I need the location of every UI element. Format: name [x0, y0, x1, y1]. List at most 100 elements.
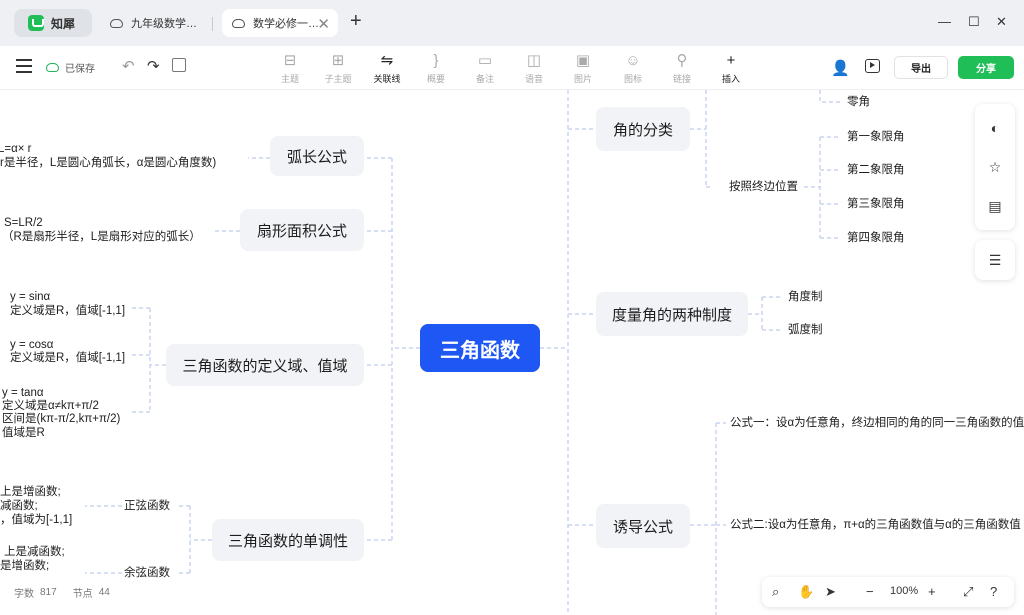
tool-subtopic[interactable]: ⊞子主题 [318, 52, 358, 85]
app-name: 知犀 [51, 16, 76, 31]
topic-icon: ⊟ [283, 52, 297, 69]
mindmap-canvas[interactable]: 三角函数 弧长公式 扇形面积公式 三角函数的定义域、值域 三角函数的单调性 L=… [0, 90, 1024, 615]
leaf-text[interactable]: 弧度制 [788, 324, 823, 336]
node-angle-measure[interactable]: 度量角的两种制度 [596, 292, 748, 336]
tool-note[interactable]: ▭备注 [465, 52, 505, 85]
leaf-text[interactable]: 角度制 [788, 291, 823, 303]
node-by-terminal-side[interactable]: 按照终边位置 [729, 181, 798, 193]
leaf-text[interactable]: 上是增函数; [0, 486, 61, 498]
node-sine-function[interactable]: 正弦函数 [124, 500, 170, 512]
tool-insert[interactable]: +插入 [711, 52, 751, 85]
palette-icon[interactable]: ◐ [990, 120, 1000, 136]
toolbar: 已保存 ↶ ↷ ⊟主题 ⊞子主题 ⇋关联线 }概要 ▭备注 ◫语音 ▣图片 ☺图… [0, 46, 1024, 90]
leaf-text[interactable]: 定义域是R，值域[-1,1] [10, 352, 126, 364]
cloud-saved-icon [46, 63, 59, 72]
style-panel: ◐ ☆ ▤ [975, 104, 1015, 230]
tool-image[interactable]: ▣图片 [563, 52, 603, 85]
pointer-tool-icon[interactable]: ➤ [825, 584, 836, 599]
layout-icon[interactable]: ▤ [988, 198, 1002, 214]
leaf-text[interactable]: y = sinα [10, 291, 51, 303]
minimize-icon[interactable]: — [938, 14, 951, 29]
leaf-text[interactable]: 公式一：设α为任意角，终边相同的角的同一三角函数的值 [730, 417, 1024, 429]
presentation-icon[interactable] [865, 59, 880, 73]
zoom-in-icon[interactable]: + [928, 584, 936, 599]
leaf-text[interactable]: r是半径，L是圆心角弧长，α是圆心角度数) [0, 157, 217, 169]
leaf-text[interactable]: L=α× r [0, 143, 32, 155]
collaborators-icon[interactable]: 👤 [831, 60, 850, 77]
leaf-text[interactable]: 零角 [847, 96, 870, 108]
outline-list-icon[interactable]: ☰ [988, 252, 1002, 268]
title-bar: 知犀 九年级数学… 数学必修一… ✕ + — ☐ ✕ [0, 0, 1024, 46]
cloud-icon [232, 18, 245, 28]
leaf-text[interactable]: y = cosα [10, 339, 54, 351]
menu-icon[interactable] [16, 59, 32, 73]
leaf-text[interactable]: 定义域是R，值域[-1,1] [10, 305, 126, 317]
insert-icon: + [726, 52, 736, 69]
close-tab-icon[interactable]: ✕ [317, 16, 330, 33]
app-logo-icon [28, 15, 44, 31]
leaf-text[interactable]: 上是减函数; [4, 546, 65, 558]
cloud-icon [110, 18, 123, 28]
zoom-toolbar: ⌕ ✋ ➤ − 100% + ⤢ ? [762, 577, 1014, 607]
tool-emoji[interactable]: ☺图标 [613, 52, 653, 85]
emoji-icon: ☺ [625, 52, 641, 69]
close-window-icon[interactable]: ✕ [996, 14, 1007, 29]
undo-icon[interactable]: ↶ [122, 58, 135, 75]
leaf-text[interactable]: 第四象限角 [847, 232, 905, 244]
tab-document-1[interactable]: 九年级数学… [100, 9, 212, 37]
node-angle-classification[interactable]: 角的分类 [596, 107, 690, 151]
add-tab-icon[interactable]: + [350, 10, 362, 32]
help-icon[interactable]: ? [990, 584, 998, 599]
summary-icon: } [433, 52, 439, 69]
tab-document-1-label: 九年级数学… [131, 18, 197, 30]
leaf-text[interactable]: 第三象限角 [847, 198, 905, 210]
leaf-text[interactable]: （R是扇形半径，L是扇形对应的弧长） [2, 231, 201, 243]
mindmap-connectors [85, 90, 840, 615]
node-domain-range[interactable]: 三角函数的定义域、值域 [166, 344, 364, 386]
sticker-icon[interactable]: ☆ [988, 159, 1002, 175]
search-icon[interactable]: ⌕ [772, 584, 780, 599]
tool-topic[interactable]: ⊟主题 [270, 52, 310, 85]
export-button[interactable]: 导出 [894, 56, 948, 79]
app-tab[interactable]: 知犀 [14, 9, 92, 37]
save-status-label: 已保存 [65, 64, 95, 75]
tab-divider [212, 17, 213, 31]
leaf-text[interactable]: S=LR/2 [4, 217, 43, 229]
tool-voice[interactable]: ◫语音 [514, 52, 554, 85]
share-button[interactable]: 分享 [958, 56, 1014, 79]
save-status: 已保存 [46, 60, 95, 75]
tool-link[interactable]: ⚲链接 [662, 52, 702, 85]
node-sector-area[interactable]: 扇形面积公式 [240, 209, 364, 251]
leaf-text[interactable]: ，值域为[-1,1] [0, 514, 73, 526]
leaf-text[interactable]: 区间是(kπ-π/2,kπ+π/2) [2, 413, 121, 425]
format-painter-icon[interactable] [172, 58, 186, 72]
hand-tool-icon[interactable]: ✋ [798, 584, 815, 599]
tab-document-2[interactable]: 数学必修一… ✕ [222, 9, 338, 37]
leaf-text[interactable]: 是增函数; [0, 560, 50, 572]
word-count-status: 字数 817 节点 44 [6, 580, 124, 604]
relation-line-icon: ⇋ [380, 52, 394, 69]
node-monotonicity[interactable]: 三角函数的单调性 [212, 519, 364, 561]
tool-summary[interactable]: }概要 [416, 52, 456, 85]
tool-relation-line[interactable]: ⇋关联线 [367, 52, 407, 85]
outline-panel: ☰ [975, 240, 1015, 280]
leaf-text[interactable]: 第一象限角 [847, 131, 905, 143]
leaf-text[interactable]: 值域是R [2, 427, 45, 439]
node-induction-formula[interactable]: 诱导公式 [596, 504, 690, 548]
leaf-text[interactable]: 定义域是α≠kπ+π/2 [2, 400, 99, 412]
node-arc-length[interactable]: 弧长公式 [270, 136, 364, 176]
maximize-icon[interactable]: ☐ [968, 14, 980, 29]
root-node[interactable]: 三角函数 [420, 324, 540, 372]
subtopic-icon: ⊞ [331, 52, 345, 69]
leaf-text[interactable]: y = tanα [2, 387, 44, 399]
fit-screen-icon[interactable]: ⤢ [963, 584, 974, 599]
zoom-out-icon[interactable]: − [866, 584, 874, 599]
voice-icon: ◫ [526, 52, 542, 69]
redo-icon[interactable]: ↷ [147, 58, 160, 75]
leaf-text[interactable]: 公式二:设α为任意角，π+α的三角函数值与α的三角函数值 [730, 519, 1021, 531]
note-icon: ▭ [477, 52, 493, 69]
leaf-text[interactable]: 减函数; [0, 500, 38, 512]
link-icon: ⚲ [676, 52, 688, 69]
node-cosine-function[interactable]: 余弦函数 [124, 567, 170, 579]
leaf-text[interactable]: 第二象限角 [847, 164, 905, 176]
